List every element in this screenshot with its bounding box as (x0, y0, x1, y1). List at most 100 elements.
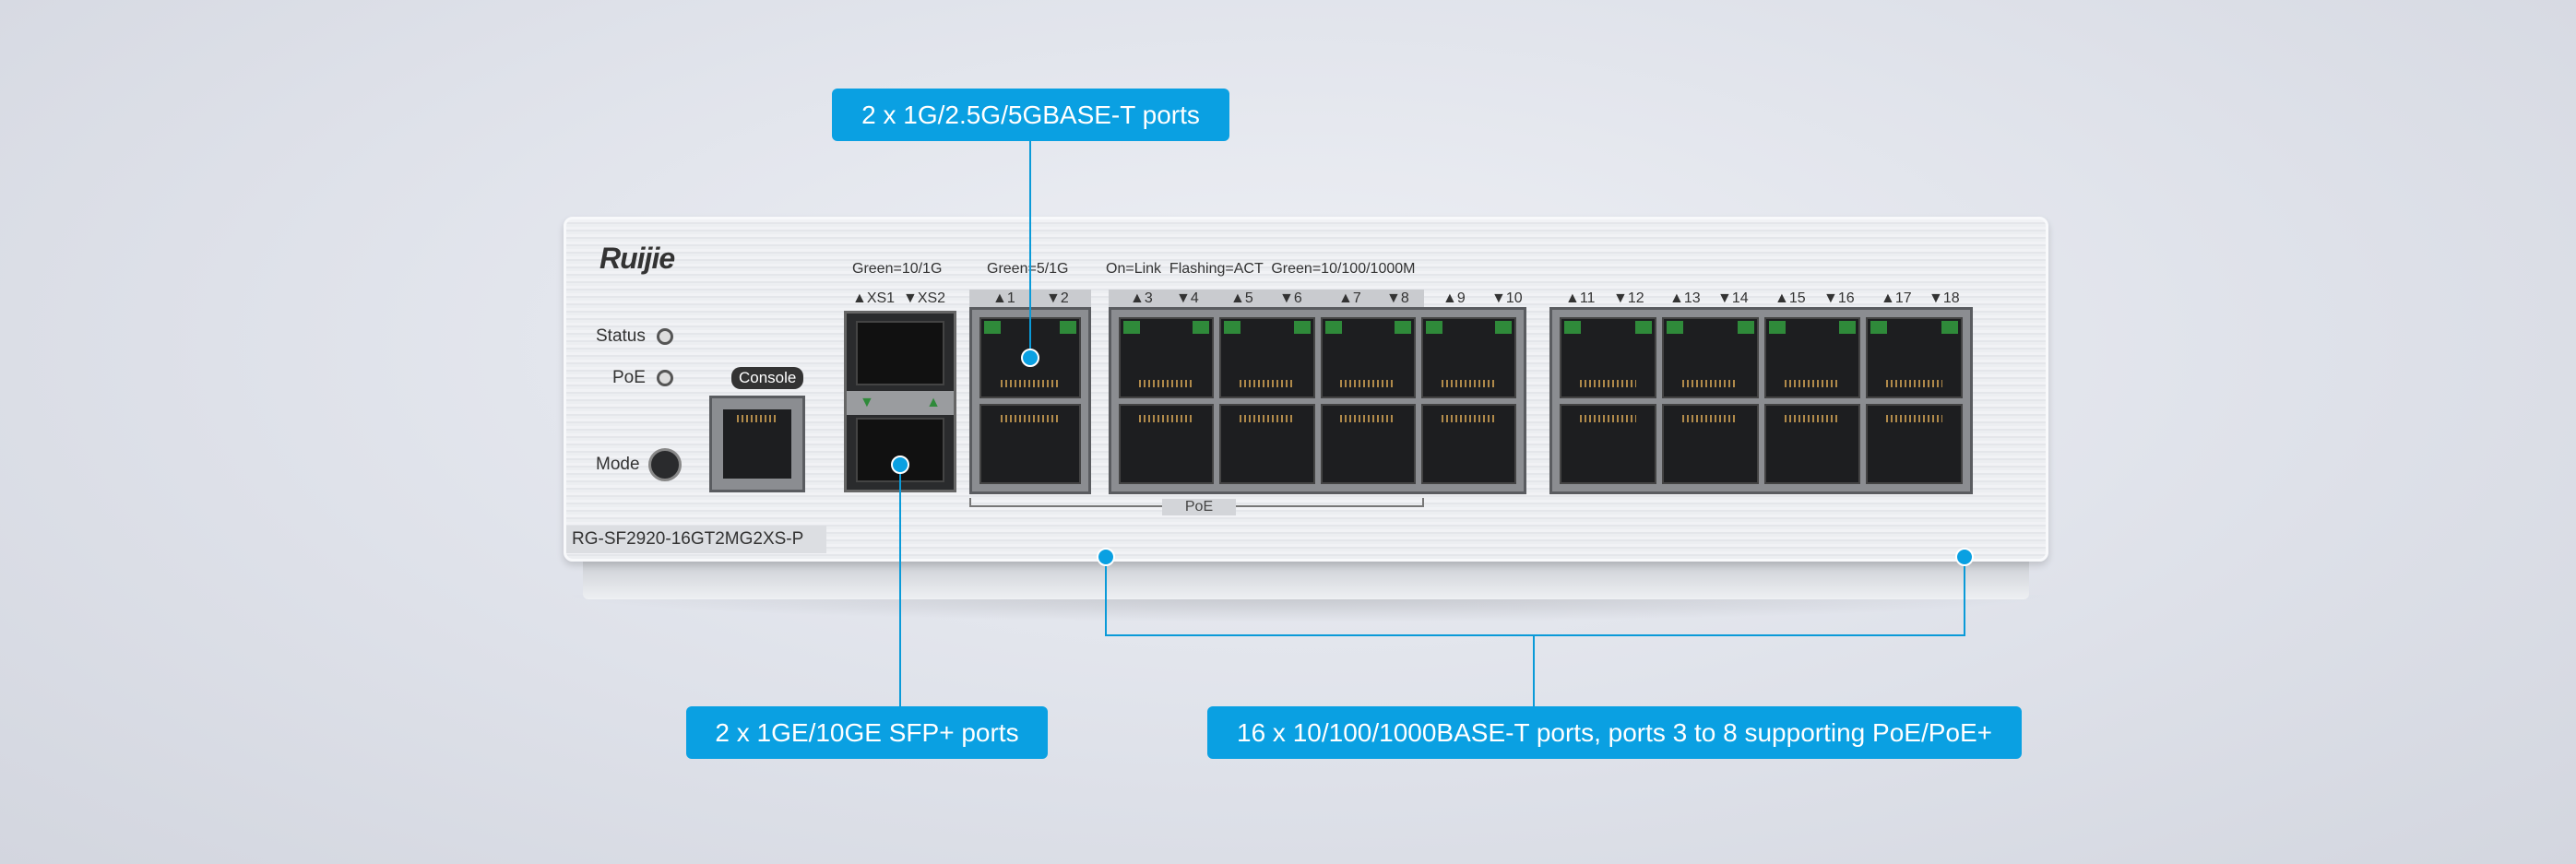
port-pins (1580, 379, 1636, 387)
port-pins (1886, 379, 1942, 387)
port-number-label: ▼10 (1491, 290, 1523, 306)
rj45-port[interactable] (1320, 317, 1416, 398)
port-number-label: ▼16 (1823, 290, 1855, 306)
port-number-label: ▼12 (1613, 290, 1644, 306)
port-pins (1886, 414, 1942, 422)
rj45-port[interactable] (1219, 403, 1315, 484)
link-led (1123, 321, 1140, 334)
port-pins (1784, 414, 1841, 422)
legend-sfp: Green=10/1G (852, 261, 943, 277)
sfp-marker (891, 456, 909, 474)
port-number-label: ▲5 (1230, 290, 1253, 306)
callout-gigabit-ports: 16 x 10/100/1000BASE-T ports, ports 3 to… (1207, 706, 2022, 759)
rj45-port[interactable] (1420, 403, 1516, 484)
sfp-cage: ▼ ▲ (844, 311, 956, 492)
port-pins (1240, 379, 1295, 387)
link-led (1293, 321, 1311, 334)
link-led (1768, 321, 1786, 334)
rj45-port[interactable] (979, 403, 1081, 484)
rj45-port[interactable] (1661, 403, 1759, 484)
rj45-port[interactable] (1661, 317, 1759, 398)
link-led (1737, 321, 1754, 334)
rj45-port[interactable] (1219, 317, 1315, 398)
callout-multigig-ports: 2 x 1G/2.5G/5GBASE-T ports (832, 89, 1229, 141)
port-number-label: ▼6 (1279, 290, 1302, 306)
link-led (984, 321, 1001, 334)
gigabit-port-group-11-18 (1549, 307, 1973, 494)
port-number-label: ▲3 (1130, 290, 1153, 306)
status-led (657, 328, 673, 345)
port-pins (1240, 414, 1295, 422)
console-label: Console (731, 367, 804, 389)
link-led (1495, 321, 1512, 334)
link-led (1060, 321, 1076, 334)
port-number-label: ▲15 (1775, 290, 1806, 306)
link-led (1634, 321, 1652, 334)
port-pins (1784, 379, 1841, 387)
link-led (1941, 321, 1958, 334)
port-number-label: ▲9 (1442, 290, 1466, 306)
rj45-port[interactable] (1763, 403, 1861, 484)
gigabit-connector-horizontal (1105, 634, 1965, 636)
legend-multigig: Green=5/1G (987, 261, 1069, 277)
link-led (1224, 321, 1241, 334)
port-pins (1340, 379, 1395, 387)
port-number-label: ▼8 (1386, 290, 1409, 306)
port-number-label: ▲7 (1338, 290, 1361, 306)
port-number-label: ▼2 (1046, 290, 1069, 306)
rj45-port[interactable] (1119, 403, 1215, 484)
link-led (1564, 321, 1581, 334)
poe-bracket-label: PoE (1162, 499, 1236, 515)
rj45-port[interactable] (1560, 403, 1656, 484)
rj45-port[interactable] (1420, 317, 1516, 398)
port-pins (1001, 414, 1060, 422)
port-pins (1340, 414, 1395, 422)
link-led (1324, 321, 1342, 334)
gigabit-connector-stem (1533, 634, 1535, 706)
port-number-label: ▲17 (1881, 290, 1912, 306)
rj45-port[interactable] (1119, 317, 1215, 398)
gigabit-port-group-3-10 (1109, 307, 1526, 494)
console-port[interactable] (709, 396, 805, 492)
status-label: Status (596, 326, 646, 346)
device-base (583, 559, 2029, 599)
gigabit-marker-right (1955, 548, 1974, 566)
rj45-port[interactable] (1866, 403, 1963, 484)
port-number-label: ▼18 (1929, 290, 1960, 306)
rj45-port[interactable] (979, 317, 1081, 398)
link-led (1394, 321, 1411, 334)
port-pins (1681, 379, 1739, 387)
callout-sfp-ports: 2 x 1GE/10GE SFP+ ports (686, 706, 1048, 759)
multigig-marker (1021, 349, 1039, 367)
poe-led-label: PoE (612, 368, 646, 387)
port-number-label: ▲13 (1669, 290, 1701, 306)
port-number-label: ▼4 (1176, 290, 1199, 306)
legend-gigabit: On=Link Flashing=ACT Green=10/100/1000M (1106, 261, 1416, 277)
port-pins (1138, 379, 1194, 387)
gigabit-connector-left (1105, 557, 1107, 636)
brand-logo: Ruijie (599, 242, 675, 275)
rj45-port[interactable] (1320, 403, 1416, 484)
rj45-port[interactable] (1866, 317, 1963, 398)
port-pins (1441, 379, 1497, 387)
poe-label-highlight (1109, 290, 1424, 308)
port-number-label: ▲11 (1565, 290, 1596, 306)
sfp-link-led-up: ▼ (860, 395, 874, 410)
model-label: RG-SF2920-16GT2MG2XS-P (566, 526, 826, 553)
mode-button[interactable] (648, 448, 682, 481)
gigabit-marker-left (1097, 548, 1115, 566)
port-number-label: ▼14 (1717, 290, 1749, 306)
port-pins (1001, 379, 1060, 387)
rj45-port[interactable] (1763, 317, 1861, 398)
rj45-port[interactable] (1560, 317, 1656, 398)
port-pins (1681, 414, 1739, 422)
multigig-connector (1029, 140, 1031, 358)
poe-led (657, 370, 673, 386)
port-number-label: ▲1 (992, 290, 1015, 306)
device-shadow (553, 595, 2066, 622)
port-number-label: ▼XS2 (903, 290, 946, 306)
port-pins (1138, 414, 1194, 422)
link-led (1666, 321, 1683, 334)
sfp-connector (899, 465, 901, 706)
sfp-port-xs1[interactable] (856, 321, 944, 385)
